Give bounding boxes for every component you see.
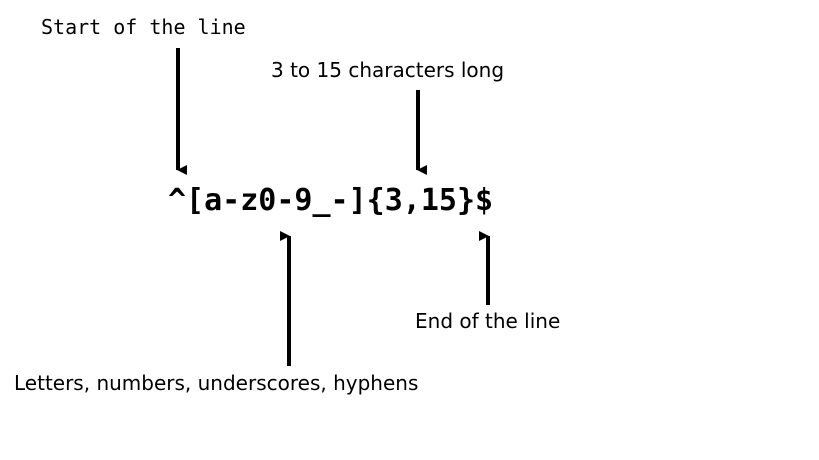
annotation-label-length-range: 3 to 15 characters long xyxy=(271,58,505,82)
regex-pattern: ^[a-z0-9_-]{3,15}$ xyxy=(168,183,494,218)
annotation-label-start-of-line: Start of the line xyxy=(41,15,246,39)
annotation-label-end-of-line: End of the line xyxy=(415,309,561,333)
annotation-label-character-class: Letters, numbers, underscores, hyphens xyxy=(14,371,419,395)
